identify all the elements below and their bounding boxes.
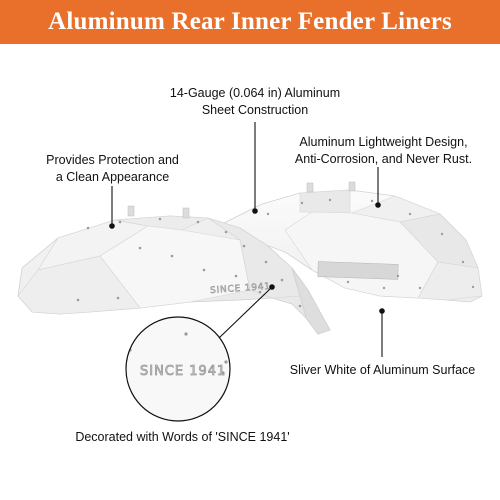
callout-gauge: 14-Gauge (0.064 in) Aluminum Sheet Const… [150,85,360,119]
callout-protection-line2: a Clean Appearance [55,170,170,184]
callout-surface-line1: Sliver White of Aluminum Surface [289,363,476,377]
callout-lightweight: Aluminum Lightweight Design, Anti-Corros… [276,134,491,168]
leader-dots [109,202,385,314]
callout-decorated-line1: Decorated with Words of 'SINCE 1941' [75,430,290,444]
left-fender-liner: SINCE 1941 [17,205,331,335]
right-fender-liner [217,181,483,303]
callout-protection: Provides Protection and a Clean Appearan… [30,152,195,186]
zoom-detail: SINCE 1941 [125,316,231,422]
callout-lightweight-line1: Aluminum Lightweight Design, [299,135,468,149]
callout-protection-line1: Provides Protection and [46,153,179,167]
callout-decorated: Decorated with Words of 'SINCE 1941' [60,429,305,446]
callout-lightweight-line2: Anti-Corrosion, and Never Rust. [294,152,473,166]
title-banner: Aluminum Rear Inner Fender Liners [0,0,500,44]
callout-gauge-line1: 14-Gauge (0.064 in) Aluminum [169,86,341,100]
page-title: Aluminum Rear Inner Fender Liners [48,8,452,35]
callout-surface: Sliver White of Aluminum Surface [275,362,490,379]
zoom-leader [218,288,271,339]
liner-embossed-text: SINCE 1941 [210,282,271,296]
zoom-embossed-text: SINCE 1941 [140,364,226,379]
callout-gauge-line2: Sheet Construction [201,103,309,117]
leader-lines [111,122,383,357]
